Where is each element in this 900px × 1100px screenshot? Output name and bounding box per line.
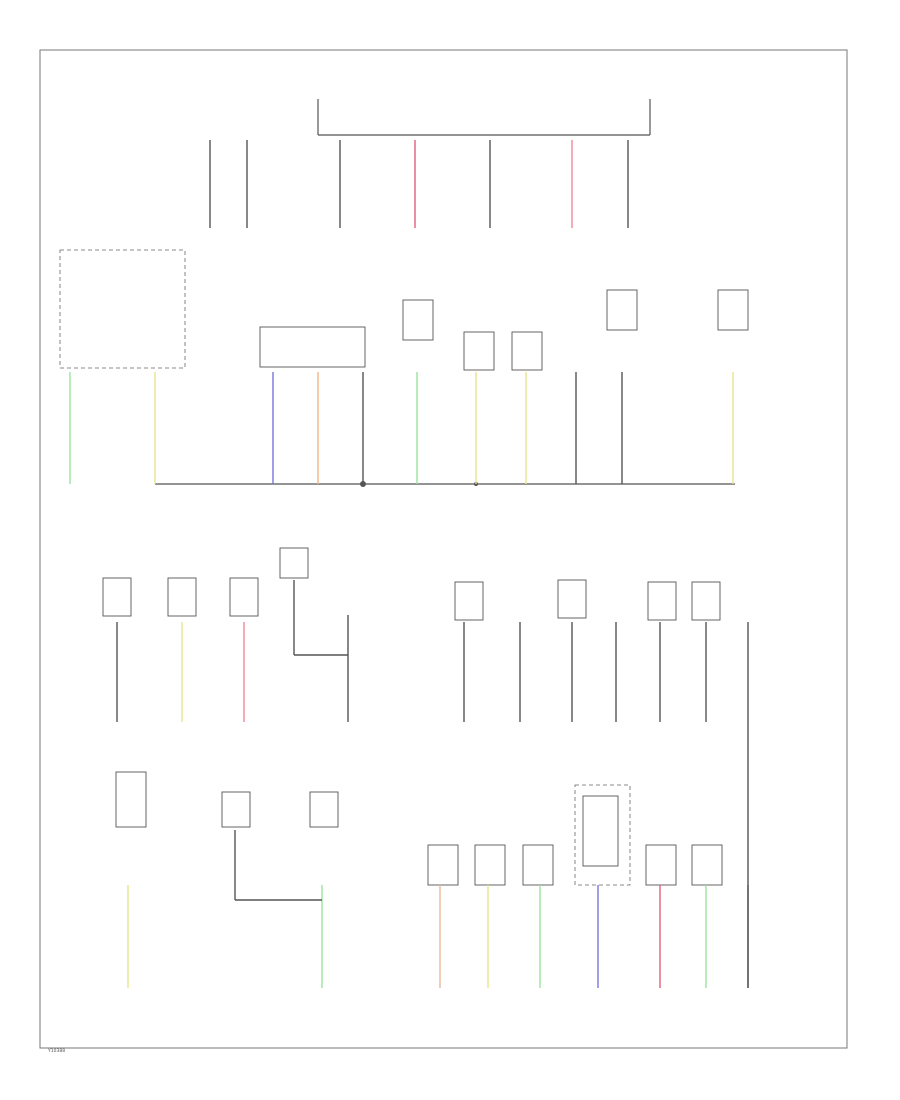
component-box-upper-0 <box>402 299 434 341</box>
static-wiring <box>59 99 735 886</box>
component-box-lower-6 <box>582 795 619 867</box>
sensor-box <box>574 784 631 886</box>
component-box-middle-6 <box>647 581 677 621</box>
component-box-middle-5 <box>557 579 587 619</box>
component-box-lower-8 <box>691 844 723 886</box>
component-box-upper-3 <box>606 289 638 331</box>
component-box-lower-3 <box>427 844 459 886</box>
relay-box <box>59 249 186 369</box>
component-box-lower-0 <box>115 771 147 828</box>
component-box-middle-3 <box>279 547 309 579</box>
wires <box>69 140 749 988</box>
component-box-lower-5 <box>522 844 554 886</box>
component-box-middle-4 <box>454 581 484 621</box>
component-box-upper-4 <box>717 289 749 331</box>
components <box>102 289 749 886</box>
diagram-code: Y10388 <box>47 1048 65 1054</box>
component-box-middle-7 <box>691 581 721 621</box>
component-box-lower-7 <box>645 844 677 886</box>
component-box-upper-5 <box>259 326 366 368</box>
component-box-middle-1 <box>167 577 197 617</box>
component-box-upper-2 <box>511 331 543 371</box>
component-box-middle-0 <box>102 577 132 617</box>
component-box-lower-1 <box>221 791 251 828</box>
component-box-middle-2 <box>229 577 259 617</box>
component-box-lower-4 <box>474 844 506 886</box>
component-box-lower-2 <box>309 791 339 828</box>
diagram-frame <box>39 49 848 1049</box>
component-box-upper-1 <box>463 331 495 371</box>
